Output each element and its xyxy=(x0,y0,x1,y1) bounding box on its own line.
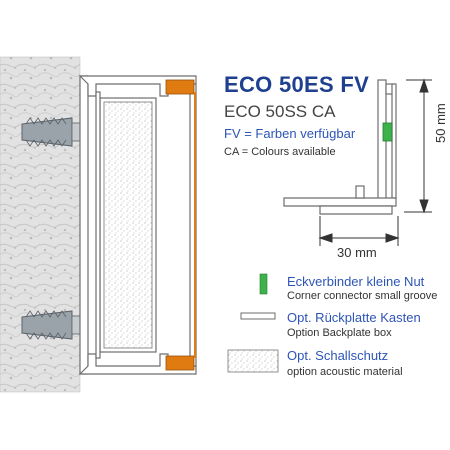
corner-connector-green xyxy=(382,122,393,142)
legend-acoustic-label: Opt. Schallschutz xyxy=(287,348,389,363)
dim-vertical xyxy=(404,78,432,214)
legend-connector-label: Eckverbinder kleine Nut xyxy=(287,274,425,289)
wall-section xyxy=(0,56,81,393)
legend-acoustic-sublabel: option acoustic material xyxy=(287,366,403,378)
dim-horizontal xyxy=(318,216,400,246)
legend-backplate-swatch-icon xyxy=(240,312,276,320)
legend-backplate-label: Opt. Rückplatte Kasten xyxy=(287,310,421,325)
legend-acoustic-swatch-icon xyxy=(227,349,279,373)
fabric-clip-bottom xyxy=(165,355,195,371)
note-fv: FV = Farben verfügbar xyxy=(224,126,356,141)
note-ca: CA = Colours available xyxy=(224,146,336,158)
fabric-clip-top xyxy=(165,79,195,95)
legend-backplate-sublabel: Option Backplate box xyxy=(287,327,392,339)
product-title: ECO 50ES FV xyxy=(224,72,370,97)
profile-detail xyxy=(283,79,397,215)
acoustic-fill xyxy=(103,101,153,349)
legend-connector-sublabel: Corner connector small groove xyxy=(287,290,438,302)
product-subtitle: ECO 50SS CA xyxy=(224,102,336,121)
dimension-height-label: 50 mm xyxy=(433,103,448,143)
legend-green-swatch-icon xyxy=(259,273,268,295)
dimension-width-label: 30 mm xyxy=(337,245,377,260)
